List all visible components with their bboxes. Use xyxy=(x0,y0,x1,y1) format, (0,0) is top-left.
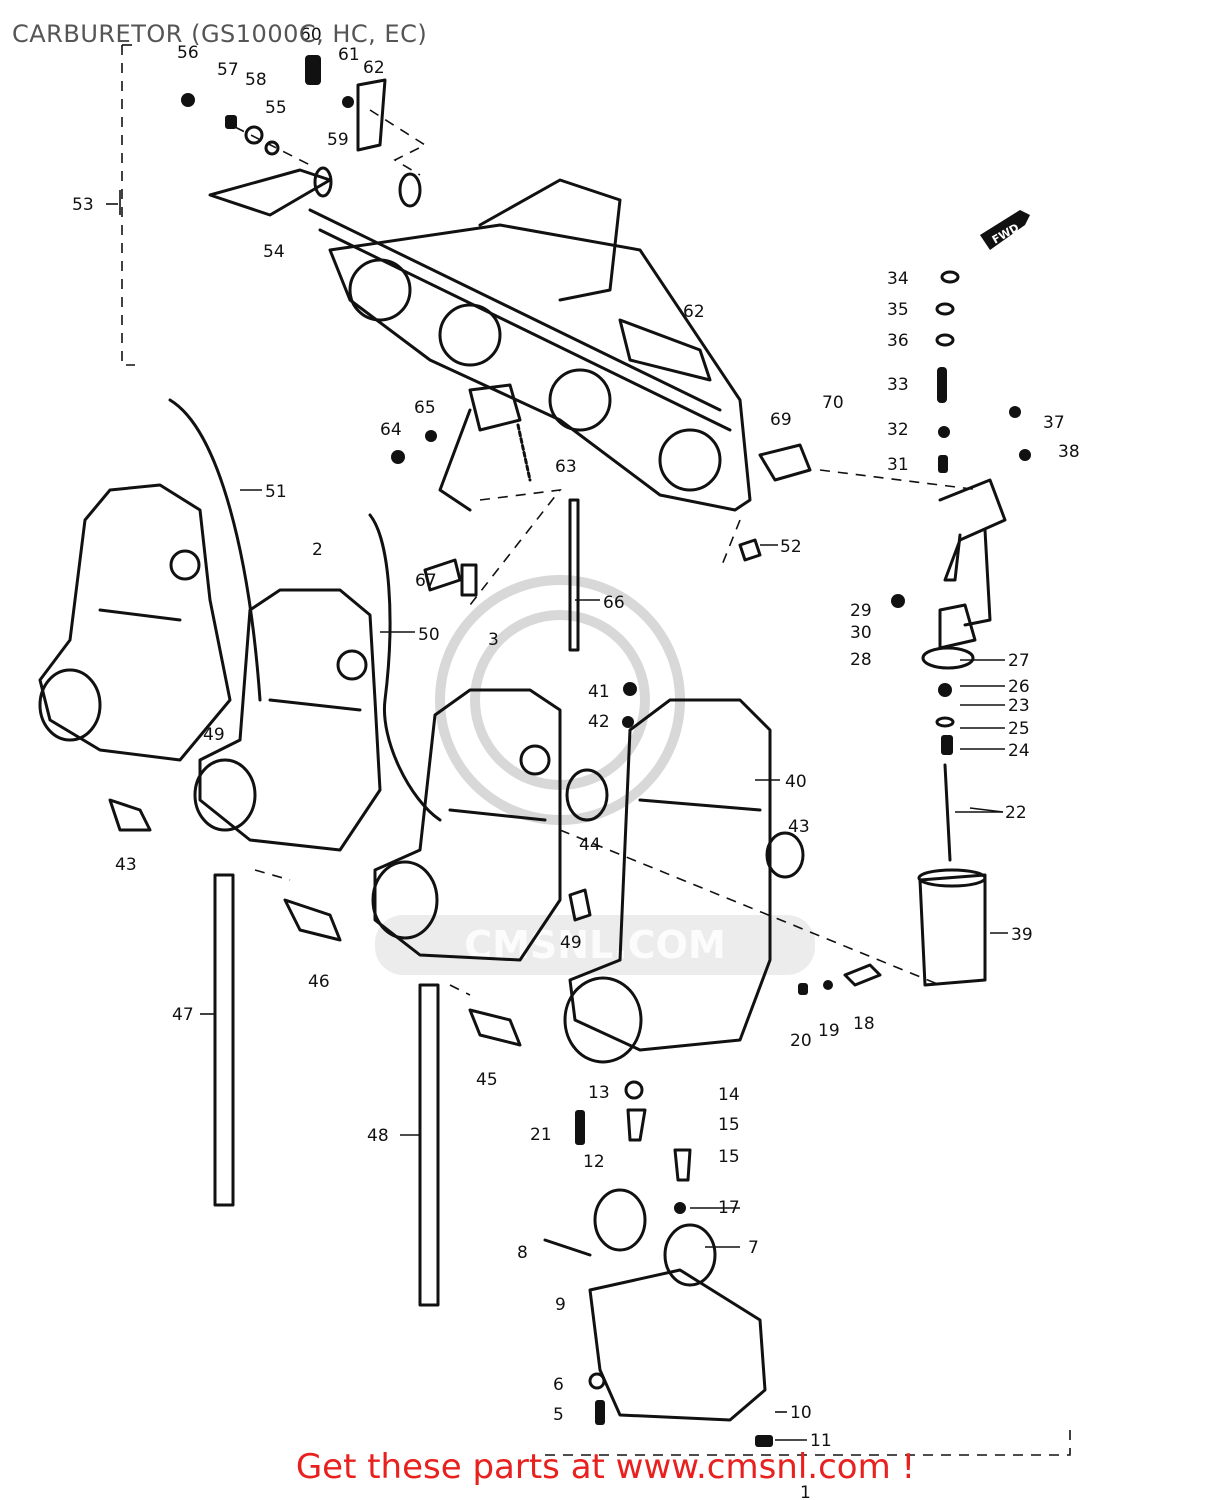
callout-70: 70 xyxy=(822,393,844,413)
leader-lines xyxy=(106,190,1008,1441)
callout-1: 1 xyxy=(800,1483,811,1500)
callout-40: 40 xyxy=(785,772,807,792)
callout-43a: 43 xyxy=(115,855,137,875)
callout-63: 63 xyxy=(555,457,577,477)
callout-64: 64 xyxy=(380,420,402,440)
callout-18: 18 xyxy=(853,1014,875,1034)
callout-48: 48 xyxy=(367,1126,389,1146)
callout-61: 61 xyxy=(338,45,360,65)
callout-15a: 15 xyxy=(718,1115,740,1135)
callout-38: 38 xyxy=(1058,442,1080,462)
carburetor-body-4 xyxy=(563,698,805,1064)
fwd-arrow: FWD xyxy=(980,210,1030,250)
callout-14: 14 xyxy=(718,1085,740,1105)
callout-27: 27 xyxy=(1008,651,1030,671)
callout-6: 6 xyxy=(553,1375,564,1395)
callout-57: 57 xyxy=(217,60,239,80)
carburetor-body-2 xyxy=(193,588,382,852)
callout-32: 32 xyxy=(887,420,909,440)
callout-41: 41 xyxy=(588,682,610,702)
callout-35: 35 xyxy=(887,300,909,320)
callout-65: 65 xyxy=(414,398,436,418)
page-title: CARBURETOR (GS1000C, HC, EC) xyxy=(12,20,428,48)
callout-26: 26 xyxy=(1008,677,1030,697)
linkage-plate xyxy=(208,166,812,512)
callout-20: 20 xyxy=(790,1031,812,1051)
callout-8: 8 xyxy=(517,1243,528,1263)
callout-49a: 49 xyxy=(203,725,225,745)
guide-lines xyxy=(121,44,1071,1456)
callout-46: 46 xyxy=(308,972,330,992)
callout-30: 30 xyxy=(850,623,872,643)
callout-59: 59 xyxy=(327,130,349,150)
callout-29: 29 xyxy=(850,601,872,621)
callout-21: 21 xyxy=(530,1125,552,1145)
callout-43b: 43 xyxy=(788,817,810,837)
callout-11: 11 xyxy=(810,1431,832,1451)
callout-52: 52 xyxy=(780,537,802,557)
callout-66: 66 xyxy=(603,593,625,613)
callout-60: 60 xyxy=(300,25,322,45)
callout-67: 67 xyxy=(415,571,437,591)
callout-62b: 62 xyxy=(683,302,705,322)
callout-22: 22 xyxy=(1005,803,1027,823)
callout-25: 25 xyxy=(1008,719,1030,739)
callout-3: 3 xyxy=(488,630,499,650)
callout-2: 2 xyxy=(312,540,323,560)
callout-12: 12 xyxy=(583,1152,605,1172)
callout-7: 7 xyxy=(748,1238,759,1258)
callout-19: 19 xyxy=(818,1021,840,1041)
fuel-tubes xyxy=(168,398,442,1307)
callout-51: 51 xyxy=(265,482,287,502)
callout-50: 50 xyxy=(418,625,440,645)
callout-labels: 1 2 3 5 6 7 8 9 10 11 12 13 14 15 15 17 … xyxy=(72,25,1080,1500)
callout-36: 36 xyxy=(887,331,909,351)
callout-56: 56 xyxy=(177,43,199,63)
callout-37: 37 xyxy=(1043,413,1065,433)
callout-39: 39 xyxy=(1011,925,1033,945)
carburetor-body-1 xyxy=(38,483,232,762)
callout-17: 17 xyxy=(718,1198,740,1218)
callout-23: 23 xyxy=(1008,696,1030,716)
callout-9: 9 xyxy=(555,1295,566,1315)
carburetor-body-3 xyxy=(371,688,562,962)
callout-53: 53 xyxy=(72,195,94,215)
callout-44: 44 xyxy=(579,835,601,855)
callout-33: 33 xyxy=(887,375,909,395)
callout-15b: 15 xyxy=(718,1147,740,1167)
callout-49b: 49 xyxy=(560,933,582,953)
callout-55: 55 xyxy=(265,98,287,118)
small-hardware xyxy=(108,55,1031,1447)
callout-10: 10 xyxy=(790,1403,812,1423)
callout-5: 5 xyxy=(553,1405,564,1425)
callout-42: 42 xyxy=(588,712,610,732)
callout-54: 54 xyxy=(263,242,285,262)
callout-69: 69 xyxy=(770,410,792,430)
callout-47: 47 xyxy=(172,1005,194,1025)
float-bowl xyxy=(543,1188,767,1422)
callout-62a: 62 xyxy=(363,58,385,78)
callout-13: 13 xyxy=(588,1083,610,1103)
callout-45: 45 xyxy=(476,1070,498,1090)
callout-31: 31 xyxy=(887,455,909,475)
slide-and-needle xyxy=(917,367,1007,987)
promo-link[interactable]: Get these parts at www.cmsnl.com ! xyxy=(295,1447,916,1487)
callout-28: 28 xyxy=(850,650,872,670)
callout-34: 34 xyxy=(887,269,909,289)
callout-24: 24 xyxy=(1008,741,1030,761)
watermark: CMSNL.COM xyxy=(375,575,815,975)
callout-58: 58 xyxy=(245,70,267,90)
